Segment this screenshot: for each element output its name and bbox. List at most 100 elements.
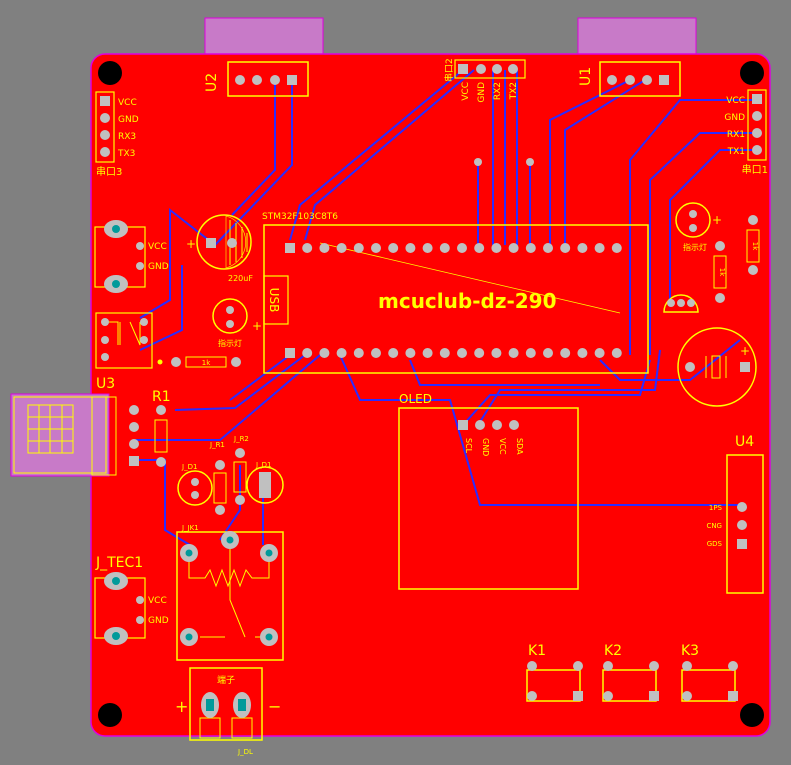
slide-switch [95, 312, 153, 369]
svg-text:1PS: 1PS [709, 504, 723, 512]
mcu-pad-top [302, 243, 313, 253]
terminal-block [189, 667, 263, 741]
oled-module [398, 407, 579, 590]
mcu-pad-bottom [508, 348, 519, 358]
mcu-pad-bottom [285, 348, 295, 358]
svg-text:RX1: RX1 [727, 130, 745, 140]
port1-label: 串口1 [742, 164, 768, 176]
port2-pin-labels: VCC GND RX2 TX2 [461, 82, 519, 103]
led-left-label: 指示灯 [218, 338, 242, 348]
svg-text:TX1: TX1 [727, 147, 745, 157]
usb-label: USB [267, 288, 281, 313]
transistor [663, 294, 699, 313]
mcu-pad-top [422, 243, 433, 253]
mcu-pad-bottom [577, 348, 588, 358]
power-gnd-label: GND [148, 262, 169, 272]
relay-j-jk1 [176, 531, 284, 661]
resistor-1k-horizontal [171, 356, 241, 368]
svg-text:SDA: SDA [515, 438, 524, 455]
power-input-connector [94, 220, 146, 293]
svg-text:GND: GND [481, 438, 490, 456]
buzzer-plus: + [740, 344, 750, 358]
mcu-pad-bottom [560, 348, 571, 358]
u3-sensor [10, 393, 139, 477]
port1-header [747, 89, 767, 161]
u1-connector [599, 61, 681, 97]
button-k2[interactable] [602, 661, 659, 702]
svg-text:CNG: CNG [706, 522, 722, 530]
mcu-pad-bottom [302, 348, 313, 358]
u4-module [726, 454, 764, 594]
svg-text:TX2: TX2 [509, 82, 519, 100]
mcu-pad-bottom [594, 348, 605, 358]
j-tec1-designator: J_TEC1 [95, 555, 143, 571]
dot-marker [157, 359, 163, 365]
r1-resistor [154, 405, 168, 467]
resistor-1k-vertical-b [746, 215, 760, 275]
terminal-label: 端子 [217, 674, 235, 686]
mcu-pins-bottom [285, 348, 622, 358]
mcu-pad-top [439, 243, 450, 253]
board-title: mcuclub-dz-290 [378, 289, 557, 313]
vias [474, 158, 534, 166]
cap-plus: + [186, 237, 196, 251]
j-r1-resistor [213, 460, 227, 515]
keepout-u2 [204, 17, 324, 61]
mcu-pad-bottom [319, 348, 330, 358]
mcu-pad-top [491, 243, 502, 253]
u2-connector [227, 61, 309, 97]
mcu-pad-top [319, 243, 330, 253]
j-r1-label: J_R1 [209, 441, 225, 449]
led-right-plus: + [712, 213, 722, 227]
mcu-pad-bottom [405, 348, 416, 358]
mcu-pad-top [525, 243, 536, 253]
traces [135, 69, 752, 546]
mcu-pad-bottom [457, 348, 467, 358]
svg-text:GND: GND [477, 82, 487, 103]
j-tec1-connector [94, 572, 146, 645]
mcu-pad-top [611, 243, 622, 253]
resistor-1k-vertical-a [713, 241, 727, 303]
power-vcc-label: VCC [148, 242, 167, 252]
indicator-led-left [212, 298, 248, 334]
mcu-pad-bottom [543, 348, 553, 358]
j-d1-led-right [246, 466, 284, 504]
j-jk1-label: J_JK1 [181, 524, 199, 532]
svg-text:VCC: VCC [498, 438, 507, 455]
svg-text:RX3: RX3 [118, 132, 136, 142]
svg-text:RX2: RX2 [493, 82, 503, 100]
oled-label: OLED [399, 392, 432, 406]
mcu-pad-top [353, 243, 364, 253]
svg-text:GDS: GDS [707, 540, 723, 548]
u4-designator: U4 [735, 434, 754, 450]
port3-label: 串口3 [96, 166, 122, 178]
mcu-pad-top [543, 243, 553, 253]
port3-header [95, 91, 115, 163]
r1-designator: R1 [152, 389, 171, 405]
mcu-pad-top [371, 243, 381, 253]
res-h-label: 1k [202, 359, 211, 367]
tec-gnd-label: GND [148, 616, 169, 626]
svg-text:TX3: TX3 [117, 149, 135, 159]
led-right-label: 指示灯 [683, 242, 707, 252]
u2-designator: U2 [204, 73, 220, 92]
mcu-pad-top [336, 243, 347, 253]
electrolytic-cap-220uf [196, 214, 252, 270]
j-d1-led-left [177, 470, 213, 506]
mcu-pad-top [508, 243, 519, 253]
svg-text:VCC: VCC [726, 96, 745, 106]
mcu-pad-top [285, 243, 295, 253]
button-k1[interactable] [526, 661, 583, 702]
j-d1-left-label: J_D1 [181, 463, 197, 471]
res-vb-label: 1k [751, 242, 759, 251]
j-d1-right-label: J_D1 [255, 461, 271, 469]
u4-pin-labels: 1PS CNG GDS [706, 504, 722, 548]
indicator-led-right [675, 202, 711, 238]
j-dl-label: J_DL [237, 748, 253, 756]
mcu-pad-bottom [388, 348, 399, 358]
button-k3[interactable] [681, 661, 738, 702]
mcu-module [263, 224, 649, 374]
mcu-pad-bottom [525, 348, 536, 358]
mcu-pad-top [405, 243, 416, 253]
mcu-pad-bottom [336, 348, 347, 358]
